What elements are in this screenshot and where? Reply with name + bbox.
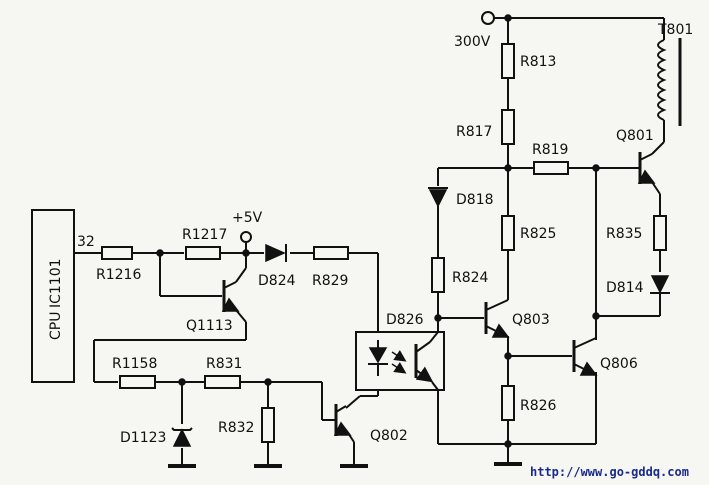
resistor-r1158: R1158 bbox=[112, 356, 157, 389]
wires-right bbox=[429, 17, 665, 462]
resistor-r1217: R1217 bbox=[182, 227, 227, 260]
resistor-r819: R819 bbox=[532, 142, 569, 175]
r831-label: R831 bbox=[206, 356, 242, 372]
diode-d818: D818 bbox=[428, 187, 494, 208]
d824-label: D824 bbox=[258, 273, 296, 289]
resistor-r831: R831 bbox=[204, 356, 242, 389]
r825-label: R825 bbox=[520, 226, 556, 242]
transistor-q803: Q803 bbox=[484, 299, 550, 338]
q806-label: Q806 bbox=[600, 356, 638, 372]
cpu-label: CPU bbox=[48, 312, 64, 340]
r1217-label: R1217 bbox=[182, 227, 227, 243]
t801-label: T801 bbox=[657, 22, 693, 38]
pin-label: 32 bbox=[77, 234, 95, 250]
q802-label: Q802 bbox=[370, 428, 408, 444]
resistor-r1216: R1216 bbox=[96, 246, 141, 283]
q801-label: Q801 bbox=[616, 128, 654, 144]
v300-label: 300V bbox=[454, 34, 491, 50]
optocoupler-d826: D826 bbox=[355, 312, 445, 391]
diode-d814: D814 bbox=[606, 275, 670, 296]
resistor-r813: R813 bbox=[501, 43, 556, 79]
resistor-r829: R829 bbox=[312, 246, 349, 289]
transistor-q1113: Q1113 bbox=[186, 280, 240, 334]
transistor-q802: Q802 bbox=[333, 404, 408, 444]
d826-label: D826 bbox=[386, 312, 424, 328]
diode-d824: D824 bbox=[258, 243, 296, 289]
r817-label: R817 bbox=[456, 124, 492, 140]
d814-label: D814 bbox=[606, 280, 644, 296]
q803-label: Q803 bbox=[512, 312, 550, 328]
cpu-block: CPU IC1101 32 bbox=[31, 209, 95, 383]
r824-label: R824 bbox=[452, 270, 489, 286]
vcc5-label: +5V bbox=[232, 210, 263, 226]
watermark-text: http://www.go-gddq.com bbox=[530, 465, 689, 479]
resistor-r824: R824 bbox=[431, 257, 489, 293]
resistor-r832: R832 bbox=[218, 407, 275, 443]
ic-label: IC1101 bbox=[48, 258, 64, 308]
r819-label: R819 bbox=[532, 142, 568, 158]
q1113-label: Q1113 bbox=[186, 318, 233, 334]
vcc-5v-terminal: +5V bbox=[232, 210, 263, 243]
r1216-label: R1216 bbox=[96, 267, 141, 283]
junction-dots-left bbox=[156, 249, 272, 386]
resistor-r817: R817 bbox=[456, 109, 515, 145]
r835-label: R835 bbox=[606, 226, 642, 242]
r813-label: R813 bbox=[520, 54, 556, 70]
terminal-300v: 300V bbox=[454, 11, 495, 50]
r1158-label: R1158 bbox=[112, 356, 157, 372]
r826-label: R826 bbox=[520, 398, 557, 414]
transformer-t801: T801 bbox=[657, 22, 693, 126]
zener-diode-d1123: D1123 bbox=[120, 427, 193, 447]
r829-label: R829 bbox=[312, 273, 348, 289]
junction-dots-right bbox=[434, 14, 600, 448]
resistor-r835: R835 bbox=[606, 215, 667, 251]
r832-label: R832 bbox=[218, 420, 254, 436]
transistor-q806: Q806 bbox=[572, 337, 638, 376]
resistor-r826: R826 bbox=[501, 385, 557, 421]
resistor-r825: R825 bbox=[501, 215, 556, 251]
transistor-q801: Q801 bbox=[616, 128, 656, 184]
d818-label: D818 bbox=[456, 192, 494, 208]
d1123-label: D1123 bbox=[120, 430, 166, 446]
